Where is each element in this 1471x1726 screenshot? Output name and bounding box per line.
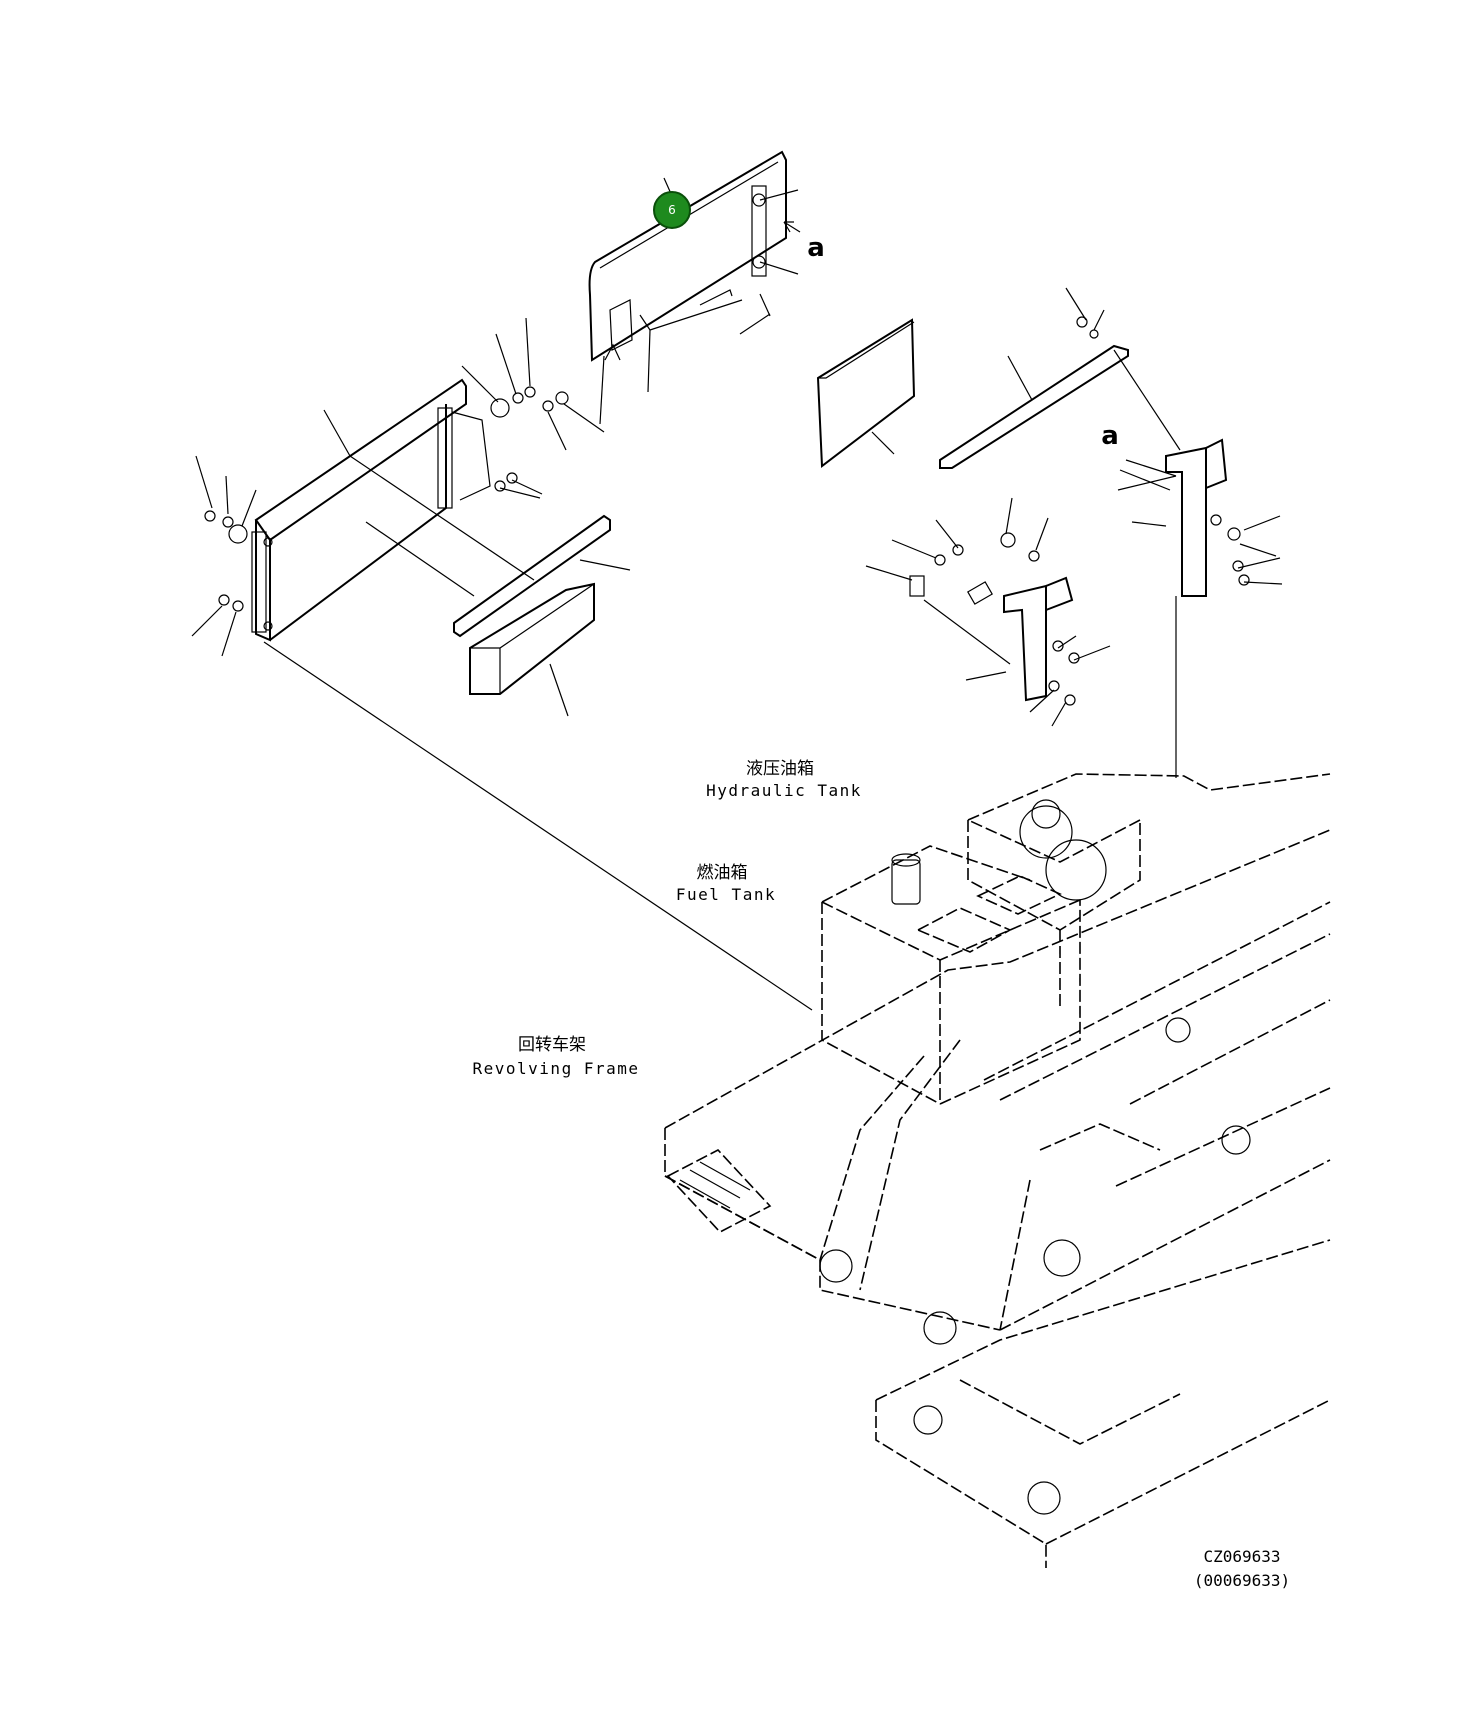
- view-mark-a-right: a: [1101, 421, 1171, 491]
- top-bar-bracket: [939, 287, 1181, 469]
- left-panel-leaders: [191, 317, 631, 717]
- view-mark-a-upper: a: [783, 221, 825, 263]
- hydraulic-tank-label-cn: 液压油箱: [746, 759, 814, 779]
- left-panel-parts: [204, 386, 611, 695]
- left-cover-panel: [251, 378, 491, 642]
- connector-left-panel: [263, 641, 813, 1011]
- callout-6-number: 6: [668, 203, 676, 217]
- revolving-frame-label-cn: 回转车架: [518, 1035, 586, 1055]
- fuel-tank-label-cn: 燃油箱: [697, 863, 748, 883]
- svg-text:a: a: [1101, 421, 1119, 451]
- hydraulic-tank-label-en: Hydraulic Tank: [706, 781, 862, 800]
- drawing-number: (00069633): [1194, 1571, 1290, 1590]
- callout-6[interactable]: 6: [653, 191, 691, 229]
- middle-upright-bracket: [865, 497, 1111, 727]
- right-upright-bracket: [1117, 438, 1283, 597]
- upper-cover-panel: [588, 150, 787, 362]
- revolving-frame-assembly: [664, 773, 1331, 1568]
- drawing-code: CZ069633: [1203, 1547, 1280, 1566]
- svg-text:a: a: [807, 233, 825, 263]
- revolving-frame-label-en: Revolving Frame: [473, 1059, 640, 1078]
- fuel-tank-label-en: Fuel Tank: [676, 885, 776, 904]
- pad-sheet: [816, 318, 916, 468]
